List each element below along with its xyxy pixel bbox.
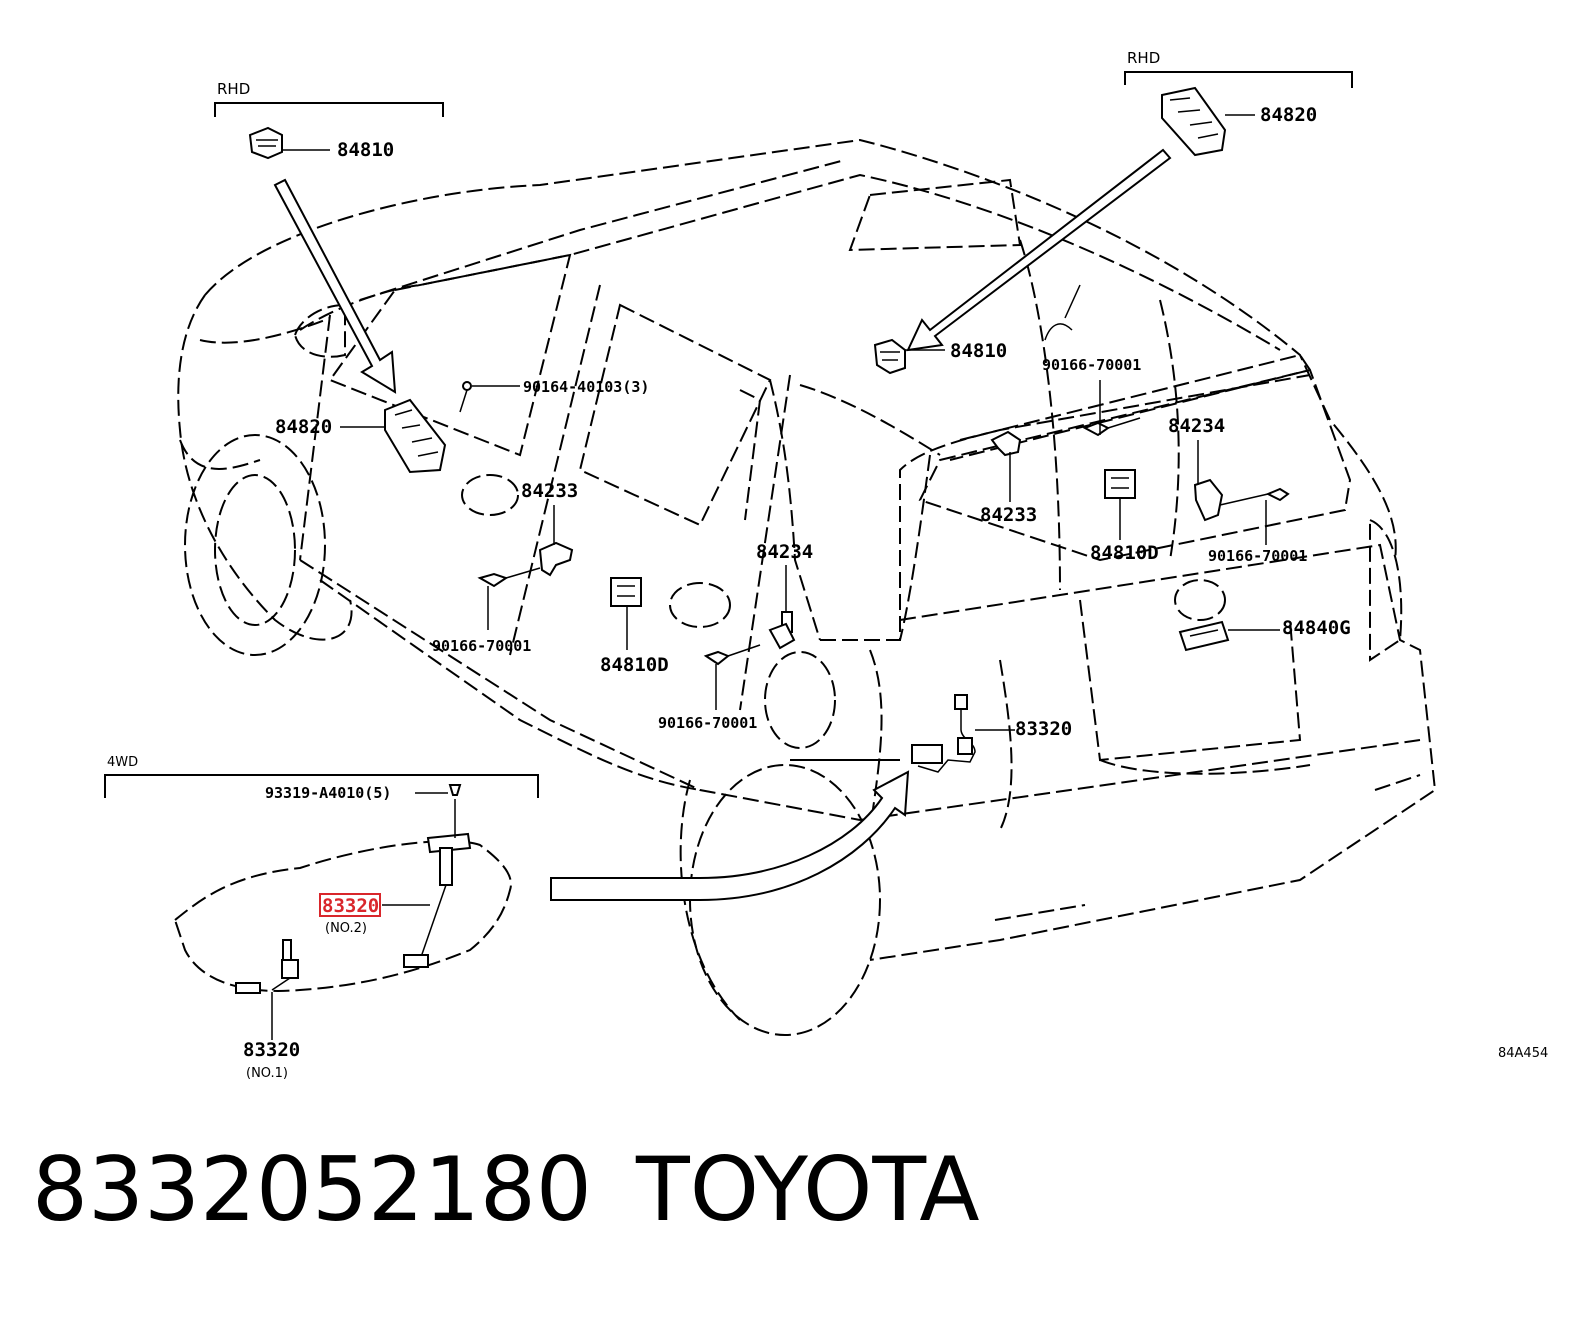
switch-84820-rhd-icon: [1161, 86, 1227, 157]
label-83320-rear[interactable]: 83320: [1015, 718, 1072, 740]
label-83320-no2[interactable]: 83320: [322, 895, 379, 917]
label-90164[interactable]: 90164-40103(3): [523, 378, 649, 396]
label-90166-door[interactable]: 90166-70001: [658, 714, 757, 732]
pointer-arrows: [273, 148, 1172, 901]
group-label-4wd: 4WD: [107, 755, 138, 770]
label-84234-door[interactable]: 84234: [756, 541, 813, 563]
group-label-rhd-right: RHD: [1127, 49, 1160, 67]
label-83320-no1[interactable]: 83320: [243, 1039, 300, 1061]
group-brackets: [104, 71, 1353, 798]
image-code: 84A454: [1498, 1046, 1548, 1061]
part-labels: RHD RHD 4WD 84810 84820 84820 90164-4010…: [107, 49, 1548, 1081]
switch-84234-door-icon: [768, 611, 796, 650]
switch-84810-icon: [248, 126, 283, 160]
switch-84810D-front-icon: [610, 577, 642, 607]
label-84234-back[interactable]: 84234: [1168, 415, 1225, 437]
antenna-base-icon: [1044, 323, 1073, 341]
label-84233-front[interactable]: 84233: [521, 480, 578, 502]
label-84840G[interactable]: 84840G: [1282, 617, 1351, 639]
brand-name: TOYOTA: [635, 1138, 980, 1241]
screw-90166-back-icon: [1219, 487, 1290, 506]
label-84810-left[interactable]: 84810: [337, 139, 394, 161]
screw-90166-door-icon: [703, 644, 761, 666]
screw-90166-front-icon: [477, 567, 541, 588]
fuel-tank-icon: [173, 784, 512, 994]
car-outline: [177, 138, 1437, 1036]
switch-84234-back-icon: [1193, 478, 1224, 522]
screw-90164-icon: [459, 381, 472, 413]
label-84820-rhd[interactable]: 84820: [1260, 104, 1317, 126]
courtesy-switch-84233-back-icon: [990, 430, 1022, 457]
label-84810-right[interactable]: 84810: [950, 340, 1007, 362]
antenna-icon: [1064, 284, 1081, 319]
label-90166-front[interactable]: 90166-70001: [432, 637, 531, 655]
switch-84840G-icon: [1178, 620, 1230, 652]
footer: 8332052180 TOYOTA: [32, 1138, 980, 1241]
switch-84810-right-icon: [873, 338, 906, 375]
leader-lines: [271, 114, 1280, 1040]
label-90166-back[interactable]: 90166-70001: [1208, 547, 1307, 565]
switch-84820-icon: [384, 398, 447, 474]
label-83320-no2-sub: (NO.2): [325, 921, 367, 936]
label-84233-back[interactable]: 84233: [980, 504, 1037, 526]
fuel-sender-83320-rear-icon: [911, 694, 976, 773]
label-84810D-back[interactable]: 84810D: [1090, 542, 1159, 564]
label-84820-left[interactable]: 84820: [275, 416, 332, 438]
label-84810D-front[interactable]: 84810D: [600, 654, 669, 676]
highlight-box: [319, 893, 381, 917]
label-93319[interactable]: 93319-A4010(5): [265, 784, 391, 802]
component-icons: [173, 86, 1290, 994]
label-90166-top[interactable]: 90166-70001: [1042, 356, 1141, 374]
courtesy-switch-84233-front-icon: [538, 541, 574, 577]
switch-84810D-back-icon: [1104, 469, 1136, 499]
screw-90166-top-icon: [1082, 417, 1141, 437]
label-83320-no1-sub: (NO.1): [246, 1066, 288, 1081]
part-number: 8332052180: [32, 1138, 592, 1241]
group-label-rhd-left: RHD: [217, 80, 250, 98]
